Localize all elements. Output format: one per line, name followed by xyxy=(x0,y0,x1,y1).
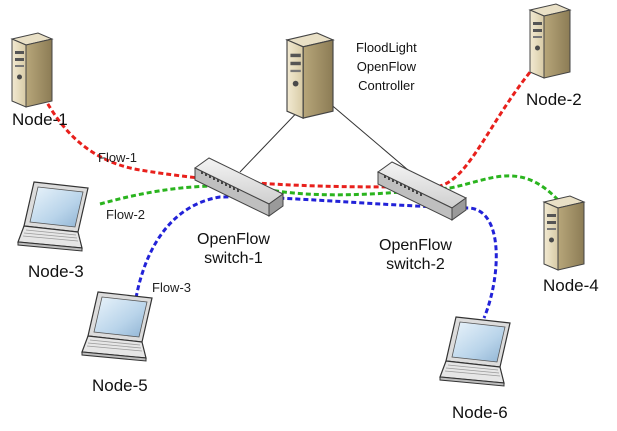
node-1-server-icon xyxy=(11,32,53,108)
node-3-laptop-icon xyxy=(17,181,89,252)
node-6-laptop-icon xyxy=(439,316,511,387)
switch-2-label-line2: switch-2 xyxy=(386,256,445,273)
flow-3-label: Flow-3 xyxy=(152,280,192,295)
openflow-switch-1-icon xyxy=(194,157,284,217)
node-3-label: Node-3 xyxy=(28,262,84,281)
node-2-server-icon xyxy=(529,3,571,79)
flow-2-path xyxy=(99,174,560,206)
controller-label-line3: Controller xyxy=(358,78,415,93)
controller-label-line1: FloodLight xyxy=(356,40,417,55)
node-4-label: Node-4 xyxy=(543,276,599,295)
controller-label-line2: OpenFlow xyxy=(356,59,416,74)
switch-1-label-line2: switch-1 xyxy=(204,250,263,267)
node-1-label: Node-1 xyxy=(12,110,68,129)
switch-1-label: OpenFlow switch-1 xyxy=(197,230,270,268)
node-5-label: Node-5 xyxy=(92,376,148,395)
switch-1-label-line1: OpenFlow xyxy=(197,231,270,248)
switch-2-label-line1: OpenFlow xyxy=(379,237,452,254)
node-6-label: Node-6 xyxy=(452,403,508,422)
node-2-label: Node-2 xyxy=(526,90,582,109)
flow-1-label: Flow-1 xyxy=(98,150,138,165)
openflow-switch-2-icon xyxy=(377,161,467,221)
node-5-laptop-icon xyxy=(81,291,153,362)
flow-2-label: Flow-2 xyxy=(106,207,146,222)
controller-label: FloodLight OpenFlow Controller xyxy=(356,38,417,95)
switch-2-label: OpenFlow switch-2 xyxy=(379,236,452,274)
controller-server-icon xyxy=(286,32,334,119)
controller-link-switch-2 xyxy=(327,101,409,171)
flow-3-path xyxy=(134,195,498,319)
node-4-server-icon xyxy=(543,195,585,271)
